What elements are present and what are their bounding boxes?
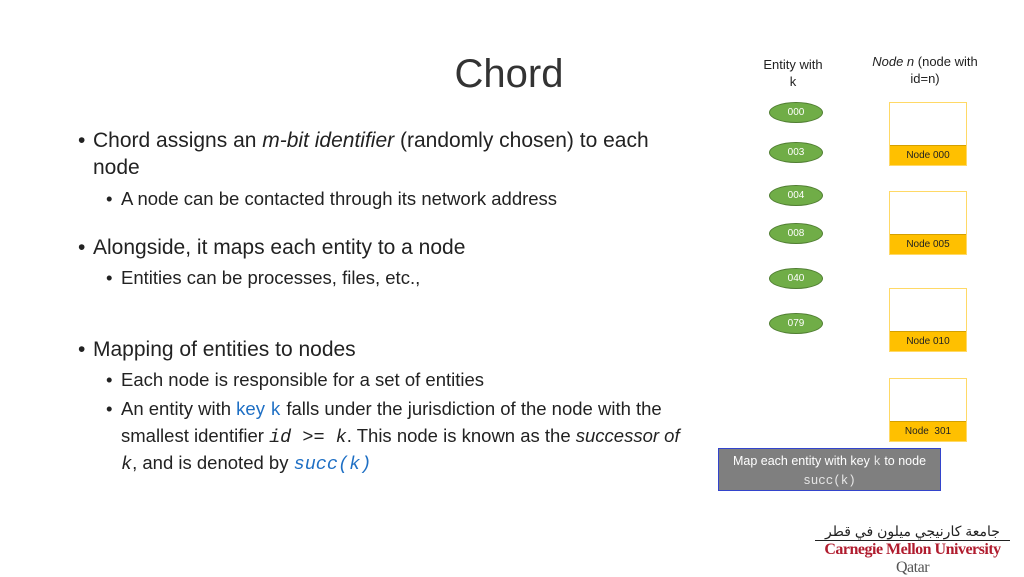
entity-oval: 040 xyxy=(769,268,823,289)
bullet-3: •Mapping of entities to nodes xyxy=(78,338,356,361)
node-label: Node 301 xyxy=(890,421,966,441)
entity-oval: 003 xyxy=(769,142,823,163)
node-label: Node 005 xyxy=(890,234,966,254)
bullet-1: •Chord assigns an m-bit identifier (rand… xyxy=(78,129,649,179)
node-header: Node n (node with id=n) xyxy=(872,54,978,86)
entity-oval: 000 xyxy=(769,102,823,123)
node-label: Node 000 xyxy=(890,145,966,165)
node-box: Node 010 xyxy=(889,288,967,352)
bullet-2: •Alongside, it maps each entity to a nod… xyxy=(78,236,466,259)
cmu-qatar-logo: جامعة كارنيجي ميلون في قطر Carnegie Mell… xyxy=(815,522,1010,577)
entity-header: Entity with k xyxy=(763,57,823,89)
node-box: Node 301 xyxy=(889,378,967,442)
bullet-3a: •Each node is responsible for a set of e… xyxy=(106,369,485,390)
node-label: Node 010 xyxy=(890,331,966,351)
mapping-callout: Map each entity with key k to node succ(… xyxy=(718,448,941,491)
node-box: Node 000 xyxy=(889,102,967,166)
node-box: Node 005 xyxy=(889,191,967,255)
entity-oval: 004 xyxy=(769,185,823,206)
entity-oval: 079 xyxy=(769,313,823,334)
bullet-3b: •An entity with key k falls under the ju… xyxy=(106,398,680,475)
bullet-2a: •Entities can be processes, files, etc., xyxy=(106,267,421,288)
bullet-1a: •A node can be contacted through its net… xyxy=(106,188,558,209)
entity-oval: 008 xyxy=(769,223,823,244)
slide-title: Chord xyxy=(454,52,564,96)
